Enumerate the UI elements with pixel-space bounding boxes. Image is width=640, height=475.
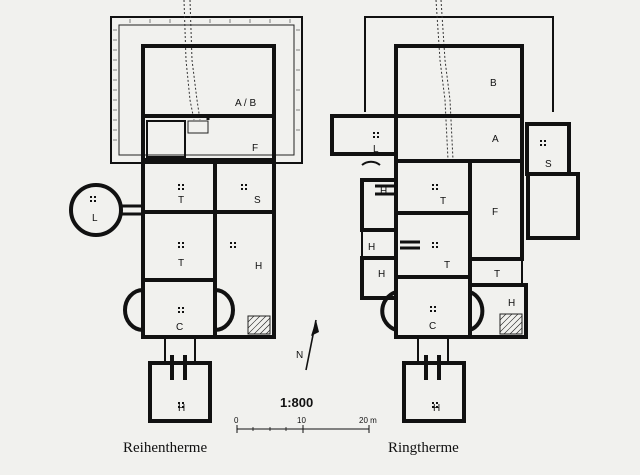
room-l-rotunda: [69, 183, 123, 237]
room-h: [213, 210, 276, 339]
label-h1: H: [380, 186, 387, 197]
scale-ratio: 1:800: [280, 395, 313, 410]
portico-outer: [110, 16, 303, 164]
label-b: B: [490, 78, 497, 89]
drain-line: [183, 0, 195, 121]
room-s: [213, 158, 276, 214]
plan-reihentherme: A / B F T S T H C L H: [69, 0, 303, 423]
apse-left: [123, 288, 144, 332]
north-arrow-icon: N: [296, 319, 319, 371]
scale-tick-0: 0: [234, 416, 239, 425]
label-l: L: [92, 213, 98, 224]
label-a: A: [492, 134, 499, 145]
apse-right: [214, 288, 235, 332]
label-h4: H: [508, 298, 515, 309]
label-f: F: [252, 143, 258, 154]
label-t1-right: T: [440, 196, 446, 207]
side-room: [526, 172, 580, 240]
hatched-area-right: [499, 313, 523, 335]
room-a: [394, 114, 524, 163]
label-h2: H: [368, 242, 375, 253]
plan-ringtherme: B A S L F T T T H H H H C H: [330, 0, 580, 423]
vestibule: [146, 120, 186, 158]
scale-tick-20: 20 m: [359, 416, 377, 425]
label-t1: T: [178, 195, 184, 206]
hatched-area: [247, 315, 271, 335]
scale-tick-10: 10: [297, 416, 306, 425]
hypocaust-pillar-icon: [90, 132, 546, 408]
label-h: H: [255, 261, 262, 272]
label-h-annex-right: H: [433, 403, 440, 414]
furnace-passage: [164, 336, 196, 364]
label-t2: T: [178, 258, 184, 269]
room-h-annex: [148, 361, 212, 423]
label-t3-right: T: [494, 269, 500, 280]
room-b: [394, 44, 524, 118]
title-reihentherme: Reihentherme: [123, 440, 207, 456]
label-ab: A / B: [235, 98, 256, 109]
ring-wall: [364, 16, 554, 112]
room-t2-right: [394, 211, 472, 279]
label-t2-right: T: [444, 260, 450, 271]
portico-hatch: [113, 19, 300, 141]
label-h-annex: H: [178, 403, 185, 414]
svg-text:N: N: [296, 350, 303, 361]
room-t1-right: [394, 159, 472, 215]
label-s: S: [254, 195, 261, 206]
title-ringtherme: Ringtherme: [388, 440, 459, 456]
furnace-passage-right: [417, 336, 449, 364]
portico-inner: [118, 24, 295, 156]
label-s-right: S: [545, 159, 552, 170]
label-c: C: [176, 322, 183, 333]
room-l: [330, 114, 398, 156]
room-h-annex-right: [402, 361, 466, 423]
label-l-right: L: [373, 144, 379, 155]
label-h3: H: [378, 269, 385, 280]
label-f-right: F: [492, 207, 498, 218]
label-c-right: C: [429, 321, 436, 332]
room-h4: [468, 283, 528, 339]
scale-bar: 1:800 0 10 20 m: [234, 395, 377, 433]
